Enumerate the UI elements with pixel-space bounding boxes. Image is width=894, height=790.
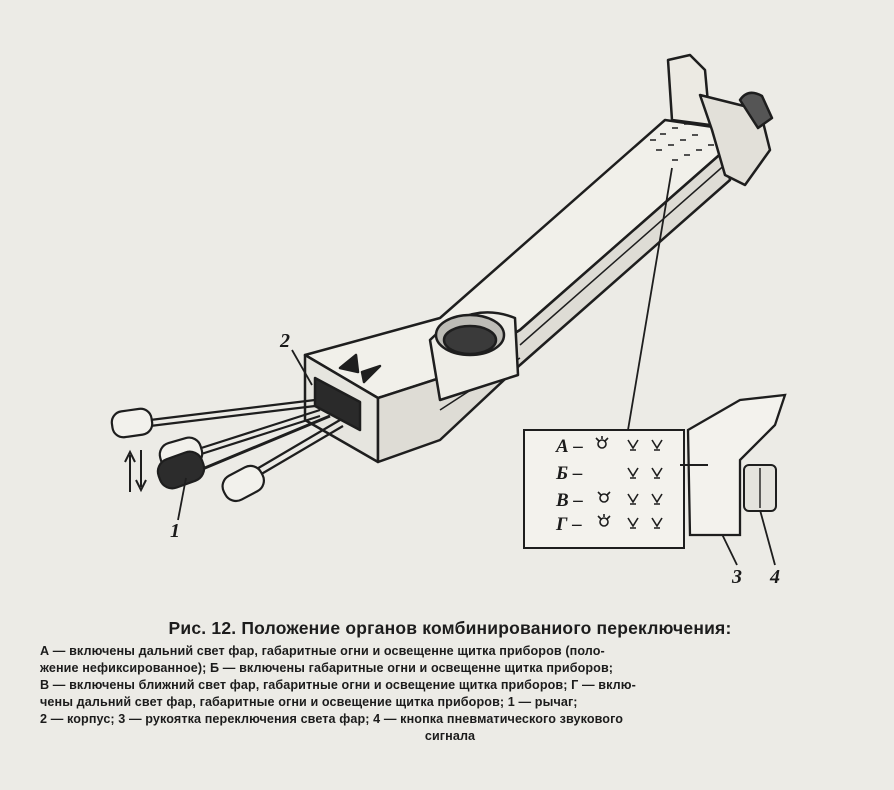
switch-diagram: А – Б – В – Г – 2 1 3 4 xyxy=(110,53,787,588)
caption-line: А — включены дальний свет фар, габаритны… xyxy=(40,644,605,658)
caption-title: Рис. 12. Положение органов комбинировани… xyxy=(168,618,732,638)
caption-line: жение нефиксированное); Б — включены габ… xyxy=(40,661,614,675)
caption-line: сигнала xyxy=(424,729,476,743)
switch-housing xyxy=(303,53,774,464)
up-down-arrows-icon xyxy=(124,449,147,493)
position-b-label: Б – xyxy=(556,463,583,484)
position-list: А – Б – В – Г – xyxy=(556,436,602,546)
lamp-icons xyxy=(595,436,663,529)
callout-button: 4 xyxy=(770,566,780,588)
inset-panel xyxy=(523,393,787,549)
position-a-label: А – xyxy=(556,436,583,457)
switch-illustration xyxy=(110,53,787,566)
position-g-label: Г – xyxy=(556,514,582,535)
callout-handle: 3 xyxy=(732,566,742,588)
caption-body: А — включены дальний свет фар, габаритны… xyxy=(40,643,860,745)
callout-body: 2 xyxy=(280,330,290,352)
lever-positions xyxy=(110,398,344,503)
caption-line: 2 — корпус; 3 — рукоятка переключения св… xyxy=(40,712,624,726)
caption-line: В — включены ближний свет фар, габаритны… xyxy=(40,678,636,692)
callout-lever: 1 xyxy=(170,520,180,542)
position-v-label: В – xyxy=(556,490,583,511)
figure-caption: Рис. 12. Положение органов комбинировани… xyxy=(40,618,860,745)
caption-line: чены дальний свет фар, габаритные огни и… xyxy=(40,695,578,709)
